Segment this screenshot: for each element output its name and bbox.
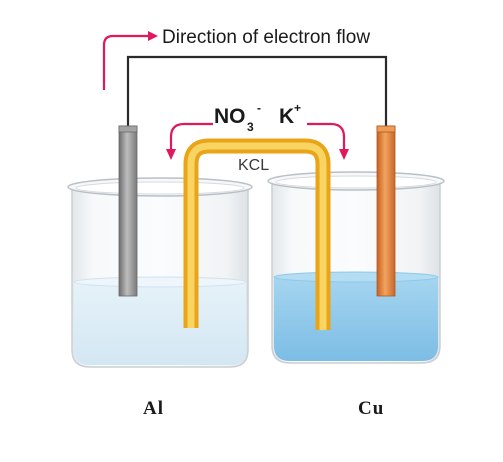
arrow-up-right-icon xyxy=(102,34,150,90)
electron-flow-label: Direction of electron flow xyxy=(162,27,370,48)
aluminum-label: Al xyxy=(143,398,164,419)
nitrate-ion-subscript: 3 xyxy=(247,120,254,134)
potassium-ion-charge: + xyxy=(294,101,301,115)
arrow-down-right-icon xyxy=(307,122,346,150)
arrow-up-right-head xyxy=(148,31,158,41)
potassium-ion-label: K xyxy=(279,105,294,128)
copper-label: Cu xyxy=(358,398,384,419)
external-wire xyxy=(126,55,388,126)
left-beaker xyxy=(67,177,253,368)
arrow-down-left-icon xyxy=(169,122,213,150)
aluminum-electrode xyxy=(118,125,138,297)
right-beaker-rim-inner xyxy=(275,175,437,189)
nitrate-ion-label: NO xyxy=(214,105,246,128)
anion-migration-arrow xyxy=(166,122,213,160)
salt-bridge-label: KCL xyxy=(238,157,269,174)
right-beaker xyxy=(267,171,445,364)
arrow-down-right-head xyxy=(339,149,349,160)
electron-flow-arrow xyxy=(102,31,158,90)
left-solution xyxy=(74,282,246,365)
copper-electrode xyxy=(376,125,396,297)
cation-migration-arrow xyxy=(307,122,349,160)
right-solution-surface xyxy=(273,271,439,283)
right-solution xyxy=(274,277,438,361)
left-solution-surface xyxy=(73,276,247,288)
arrow-down-left-head xyxy=(166,149,176,160)
nitrate-ion-charge: - xyxy=(257,101,261,115)
salt-bridge-highlight xyxy=(187,142,327,330)
left-beaker-rim-inner xyxy=(75,181,245,195)
